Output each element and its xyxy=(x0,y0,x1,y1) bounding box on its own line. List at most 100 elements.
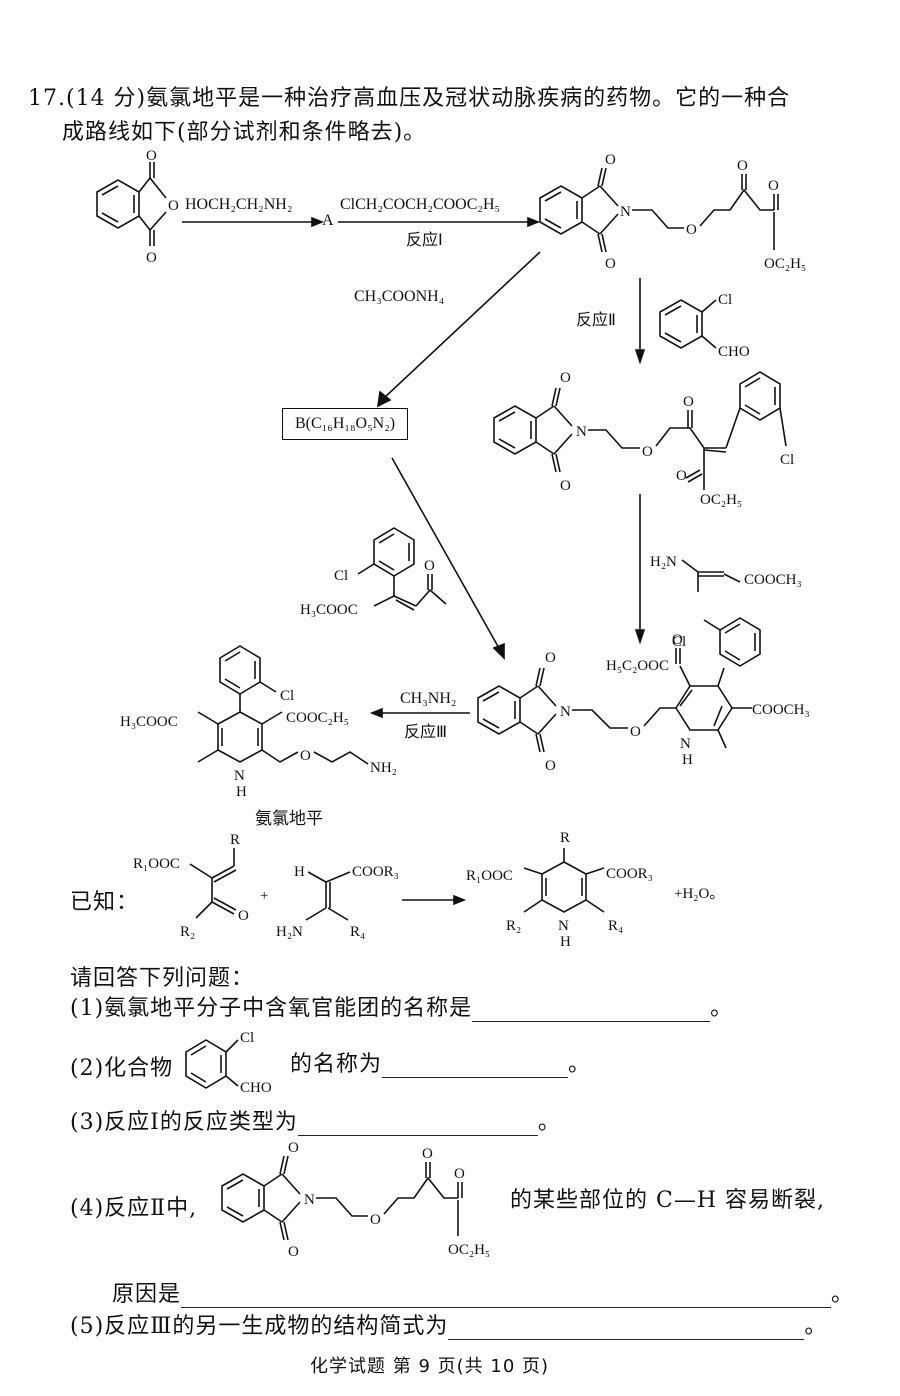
r-label: R xyxy=(560,830,570,846)
methyl-ester-label: COOCH₃ xyxy=(752,702,810,718)
atom-n: N xyxy=(558,918,569,934)
reagent-ammonium-acetate: CH₃COONH₄ xyxy=(354,288,445,305)
question-3-end: 。 xyxy=(537,1110,561,1135)
product-name: 氨氯地平 xyxy=(255,809,323,829)
phthalic-anhydride: O O O xyxy=(96,148,179,266)
question-5-end: 。 xyxy=(804,1314,828,1339)
r2-label: R₂ xyxy=(180,924,195,940)
cho-label: CHO xyxy=(718,344,750,360)
ethoxy-label: OC₂H₅ xyxy=(448,1242,490,1258)
answer-blank-2[interactable] xyxy=(382,1055,569,1078)
benzylidene-intermediate: O O N O O O OC₂H₅ Cl xyxy=(493,370,794,508)
question-4-text: 的某些部位的 C—H 容易断裂, xyxy=(510,1188,825,1213)
atom-h: H xyxy=(236,784,247,800)
atom-cl: Cl xyxy=(240,1030,254,1046)
atom-o: O xyxy=(146,148,157,164)
atom-o: O xyxy=(605,256,616,272)
ethoxy-label: OC₂H₅ xyxy=(700,492,742,508)
question-line-1: 17.(14 分)氨氯地平是一种治疗高血压及冠状动脉疾病的药物。它的一种合 xyxy=(28,86,791,111)
atom-o: O xyxy=(454,1166,465,1182)
atom-n: N xyxy=(304,1192,315,1208)
answer-blank-1[interactable] xyxy=(472,999,711,1022)
atom-h: H xyxy=(682,752,693,768)
coor3-label: COOR₃ xyxy=(352,864,399,880)
phthalimide-ketoester: O O N O O O OC₂H₅ xyxy=(539,152,806,272)
atom-o: O xyxy=(672,632,683,648)
atom-cl: Cl xyxy=(334,568,348,584)
reagent-ethanolamine: HOCH₂CH₂NH₂ xyxy=(185,196,293,213)
question-2-end: 。 xyxy=(568,1052,592,1077)
atom-o: O xyxy=(370,1212,381,1228)
atom-cl: Cl xyxy=(780,452,794,468)
atom-n: N xyxy=(680,736,691,752)
atom-o: O xyxy=(737,158,748,174)
atom-h: H xyxy=(560,934,571,950)
ethyl-ester-label: COOC₂H₅ xyxy=(286,710,349,726)
atom-n: N xyxy=(560,704,571,720)
atom-o: O xyxy=(300,748,311,764)
atom-o: O xyxy=(424,558,435,574)
atom-o: O xyxy=(146,250,157,266)
atom-o: O xyxy=(560,370,571,386)
atom-o: O xyxy=(168,198,179,214)
coor3-label: COOR₃ xyxy=(606,866,653,882)
ester-label: H₃COOC xyxy=(300,602,358,618)
question-5-text: (5)反应Ⅲ的另一生成物的结构简式为 xyxy=(70,1314,449,1339)
chlorobenzaldehyde-reagent: Cl CHO xyxy=(659,292,750,360)
atom-cl: Cl xyxy=(672,634,686,650)
h2n-label: H₂N xyxy=(650,554,677,570)
cho-label: CHO xyxy=(240,1080,272,1096)
question-1-end: 。 xyxy=(710,996,734,1021)
atom-o: O xyxy=(605,152,616,168)
atom-o: O xyxy=(676,468,687,484)
reaction-2-label: 反应Ⅱ xyxy=(576,310,616,329)
reaction-3-label: 反应Ⅲ xyxy=(404,722,448,741)
ethoxy-label: OC₂H₅ xyxy=(764,256,806,272)
atom-o: O xyxy=(422,1146,433,1162)
atom-o: O xyxy=(768,178,779,194)
r1ooc-label: R₁OOC xyxy=(466,868,513,884)
protected-dihydropyridine: O O N O N H H₅C₂OOC O COOCH₃ Cl xyxy=(477,617,810,774)
ethyl-ester-label: H₅C₂OOC xyxy=(606,658,669,674)
reaction-1-label: 反应Ⅰ xyxy=(406,230,443,249)
atom-o: O xyxy=(560,478,571,494)
question-2: 的名称为 。 xyxy=(290,1046,591,1078)
question-line-2: 成路线如下(部分试剂和条件略去)。 xyxy=(62,120,427,145)
page-footer: 化学试题 第 9 页(共 10 页) xyxy=(310,1356,550,1377)
intermediate-a-label: A xyxy=(322,212,334,229)
question-3-text: (3)反应Ⅰ的反应类型为 xyxy=(70,1110,298,1135)
atom-o: O xyxy=(630,724,641,740)
question-1: (1)氨氯地平分子中含氧官能团的名称是。 xyxy=(70,990,733,1022)
amine-label: NH₂ xyxy=(370,760,397,776)
atom-o: O xyxy=(545,650,556,666)
r4-label: R₄ xyxy=(608,918,623,934)
atom-o: O xyxy=(238,908,249,924)
atom-n: N xyxy=(620,204,631,220)
atom-o: O xyxy=(683,394,694,410)
ester-label: COOCH₃ xyxy=(744,572,802,588)
q2-chlorobenzaldehyde: Cl CHO xyxy=(185,1030,272,1096)
answer-blank-3[interactable] xyxy=(297,1113,538,1136)
answer-blank-4[interactable] xyxy=(181,1285,832,1308)
atom-o: O xyxy=(686,222,697,238)
question-3: (3)反应Ⅰ的反应类型为 。 xyxy=(70,1104,561,1136)
r-label: R xyxy=(230,832,240,848)
answer-blank-5[interactable] xyxy=(448,1317,805,1340)
question-4-reason-text: 原因是 xyxy=(112,1282,182,1307)
atom-o: O xyxy=(288,1244,299,1260)
atom-n: N xyxy=(234,768,245,784)
r2-label: R₂ xyxy=(506,918,521,934)
atom-cl: Cl xyxy=(718,292,732,308)
question-2-prefix: (2)化合物 xyxy=(70,1056,174,1081)
question-4-prefix: (4)反应Ⅱ中, xyxy=(70,1196,198,1221)
plus-sign: + xyxy=(260,888,268,904)
r1ooc-label: R₁OOC xyxy=(133,856,180,872)
h-label: H xyxy=(294,864,305,880)
atom-o: O xyxy=(642,444,653,460)
atom-o: O xyxy=(288,1140,299,1156)
atom-cl: Cl xyxy=(280,688,294,704)
question-2-text: 的名称为 xyxy=(290,1052,383,1077)
reagent-methylamine: CH₃NH₂ xyxy=(400,690,457,707)
question-5: (5)反应Ⅲ的另一生成物的结构简式为 。 xyxy=(70,1308,827,1340)
